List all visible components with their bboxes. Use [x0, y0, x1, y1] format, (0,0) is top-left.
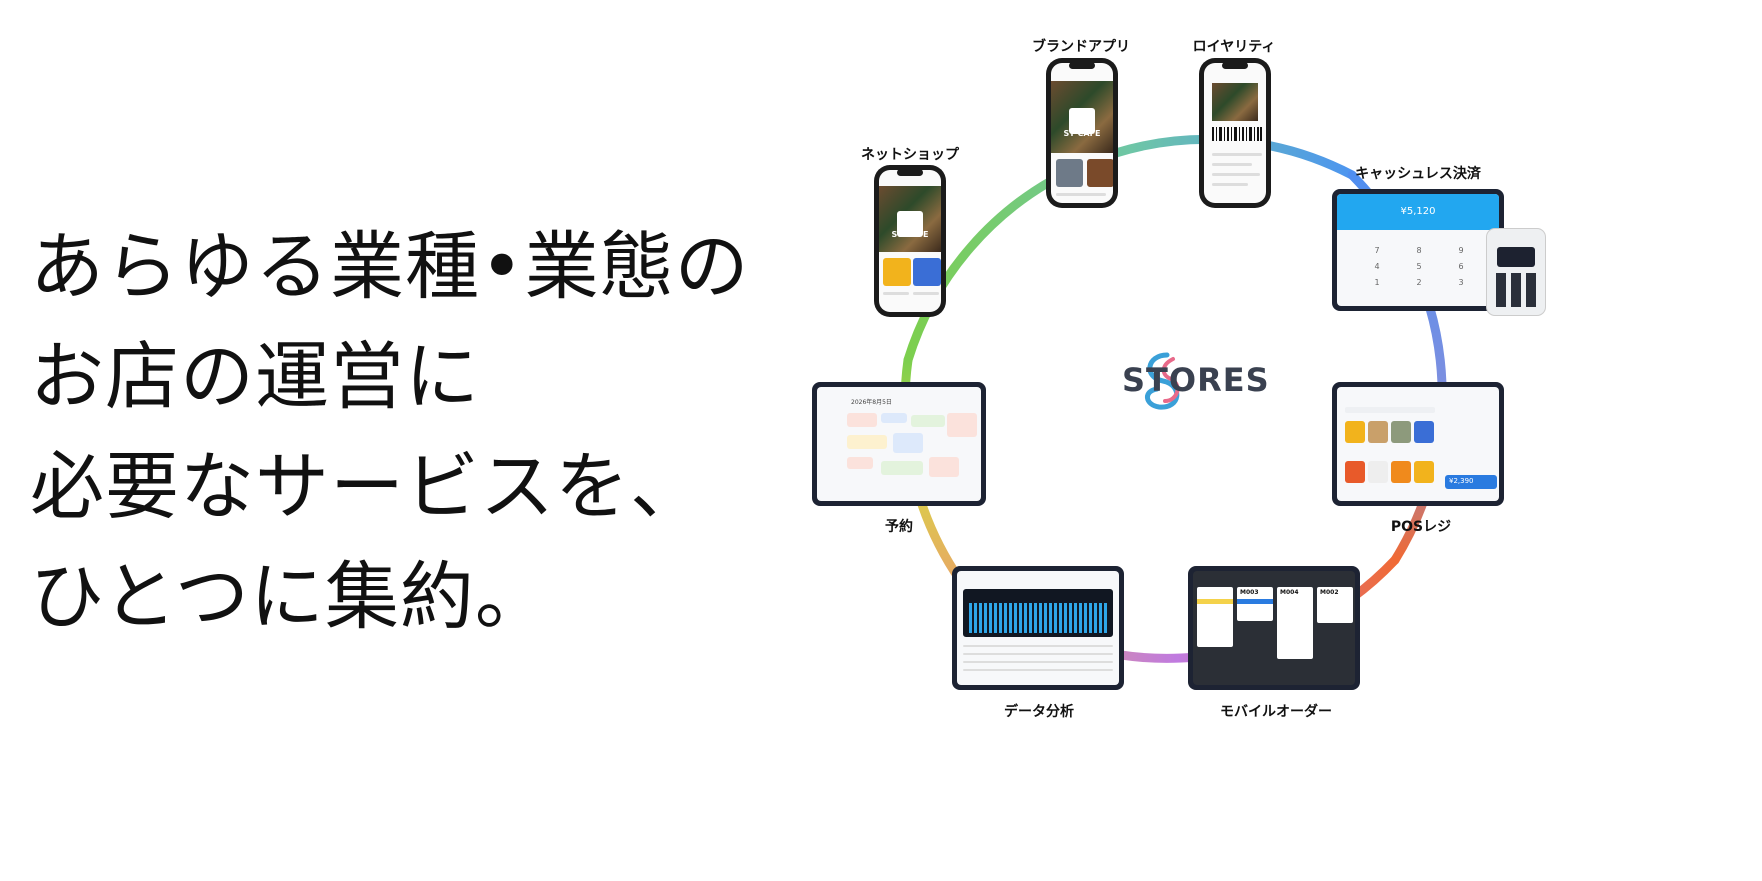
- analytics-tablet: [952, 566, 1124, 690]
- headline-line-3: 必要なサービスを、: [30, 444, 705, 530]
- label-cashless: キャッシュレス決済: [1355, 166, 1481, 182]
- order-id-1: M003: [1240, 589, 1259, 596]
- cashless-amount: ¥5,120: [1400, 206, 1436, 217]
- label-mobile-order: モバイルオーダー: [1220, 704, 1332, 720]
- card-reader-device: [1486, 228, 1546, 316]
- analytics-chart-panel: [963, 589, 1113, 637]
- order-id-3: M002: [1320, 589, 1339, 596]
- reservation-date: 2026年8月5日: [851, 399, 892, 406]
- stores-logo-icon: [1145, 352, 1180, 410]
- brand-app-phone: ST CAFE: [1046, 58, 1118, 208]
- headline-line-4: ひとつに集約。: [30, 554, 550, 640]
- pos-tablet: ¥2,390: [1332, 382, 1504, 506]
- label-pos: POSレジ: [1390, 519, 1452, 535]
- label-netshop: ネットショップ: [861, 147, 959, 163]
- label-reservation: 予約: [885, 519, 913, 535]
- label-loyalty: ロイヤリティ: [1192, 39, 1276, 55]
- loyalty-phone: [1199, 58, 1271, 208]
- label-brand-app: ブランドアプリ: [1032, 39, 1130, 55]
- order-id-2: M004: [1280, 589, 1299, 596]
- headline: あらゆる業種•業態の お店の運営に 必要なサービスを、 ひとつに集約。: [30, 212, 750, 652]
- netshop-cafe-name: ST CAFE: [891, 229, 929, 239]
- headline-line-2: お店の運営に: [30, 334, 480, 420]
- cafe-logo-icon: [1069, 108, 1095, 135]
- netshop-logo-icon: [897, 211, 923, 238]
- netshop-hero-image: ST CAFE: [879, 186, 941, 252]
- pos-total: ¥2,390: [1449, 477, 1474, 485]
- barcode-icon: [1212, 127, 1262, 141]
- label-analytics: データ分析: [1004, 704, 1074, 720]
- reservation-tablet: 2026年8月5日: [812, 382, 986, 506]
- loyalty-card-image: [1212, 83, 1258, 121]
- netshop-phone: ST CAFE: [874, 165, 946, 317]
- mobile-order-tablet: M003 M004 M002: [1188, 566, 1360, 690]
- brand-name: STORES: [1122, 361, 1270, 399]
- headline-line-1: あらゆる業種•業態の: [30, 224, 750, 310]
- cafe-hero-image: ST CAFE: [1051, 81, 1113, 153]
- cafe-name: ST CAFE: [1063, 128, 1101, 138]
